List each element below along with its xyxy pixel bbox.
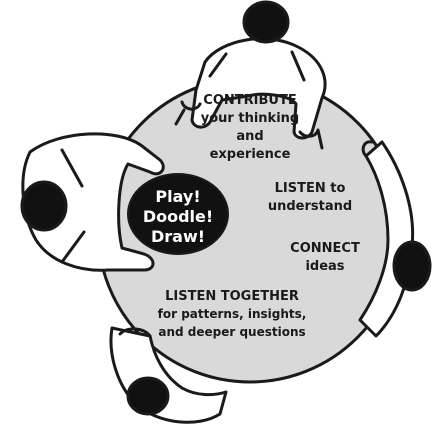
contribute-line-4: experience (210, 147, 291, 162)
listen-line-2: understand (268, 199, 352, 214)
badge-line-2: Doodle! (143, 207, 213, 226)
listen-together-line-2: for patterns, insights, (158, 307, 307, 321)
connect-line-1: CONNECT (290, 241, 360, 256)
contribute-line-1: CONTRIBUTE (203, 93, 296, 108)
person-right-icon (358, 140, 432, 338)
listen-together-line-3: and deeper questions (158, 325, 305, 339)
listen-together-label: LISTEN TOGETHER for patterns, insights, … (158, 289, 307, 339)
person-top-icon (174, 0, 327, 150)
listen-together-line-1: LISTEN TOGETHER (165, 289, 299, 304)
contribute-label: CONTRIBUTE your thinking and experience (201, 93, 299, 162)
listen-line-1: LISTEN to (275, 181, 346, 196)
person-bottom-icon (109, 326, 228, 424)
connect-line-2: ideas (305, 259, 344, 274)
badge-line-1: Play! (155, 187, 200, 206)
person-left-icon (20, 132, 165, 272)
badge-oval (127, 173, 229, 255)
contribute-line-3: and (236, 129, 263, 144)
listen-label: LISTEN to understand (268, 181, 352, 214)
contribute-line-2: your thinking (201, 111, 299, 126)
center-badge: Play! Doodle! Draw! (127, 173, 229, 255)
badge-line-3: Draw! (151, 227, 205, 246)
connect-label: CONNECT ideas (290, 241, 360, 274)
